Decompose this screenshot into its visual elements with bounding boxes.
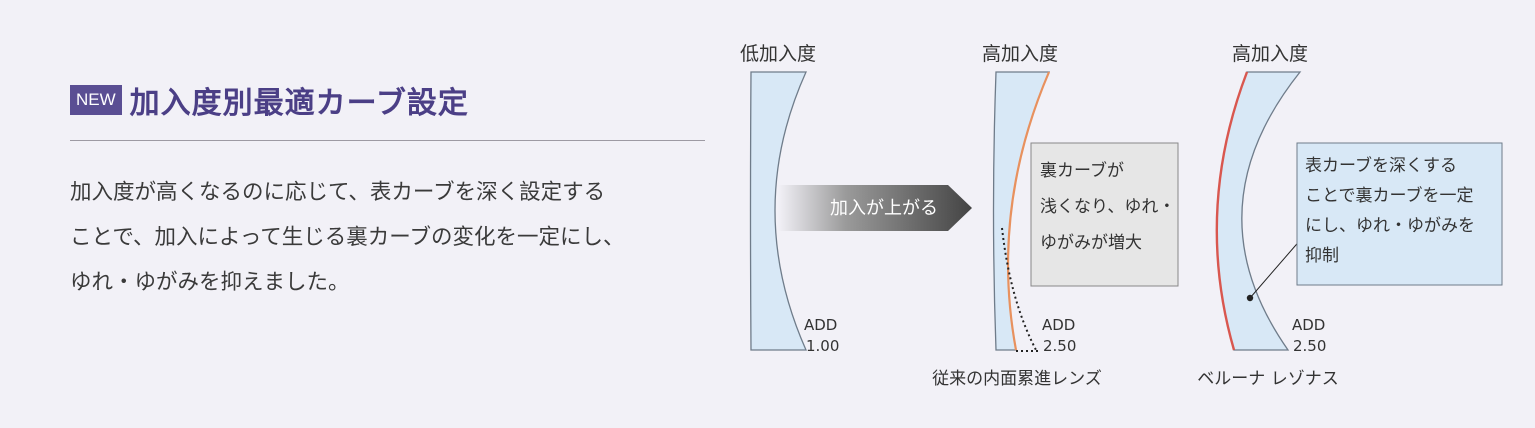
lens3-note-line: にし、ゆれ・ゆがみを [1305,216,1475,236]
lens2-caption: 従来の内面累進レンズ [932,369,1102,389]
lens3-top-label: 高加入度 [1232,43,1308,65]
lens2-add-value: 2.50 [1043,337,1076,355]
lens2-add-label: ADD [1042,316,1075,334]
lens2-back-curve [1006,71,1051,351]
description-line: ゆれ・ゆがみを抑えました。 [70,270,350,295]
arrow-label: 加入が上がる [830,198,938,219]
lens3-leader-dot [1246,294,1254,302]
section-title: 加入度別最適カーブ設定 [129,86,469,121]
lens2-note-box [1030,142,1179,287]
lens-curve-diagram: 低加入度 ADD 1.00 加入が上がる 高加入度 ADD 2.50 裏カーブが… [740,43,1503,389]
divider [70,140,705,141]
lens3-caption: ベルーナ レゾナス [1197,369,1338,389]
lens1-add-label: ADD [804,316,837,334]
increase-arrow [778,185,972,231]
lens1-shape [749,71,808,351]
description-text: 加入度が高くなるのに応じて、表カーブを深く設定する ことで、加入によって生じる裏… [70,170,715,305]
lens2-original-curve [1001,227,1037,351]
lens2-note-line: ゆがみが増大 [1040,233,1142,253]
lens3-leader-line [1249,237,1303,299]
lens2-top-label: 高加入度 [982,43,1058,65]
lens3-front-curve [1215,71,1249,351]
description-line: 加入度が高くなるのに応じて、表カーブを深く設定する [70,180,606,205]
lens3-note-line: ことで裏カーブを一定 [1305,185,1473,206]
lens3-add-label: ADD [1292,316,1325,334]
new-badge: NEW [70,85,122,115]
lens1-add-value: 1.00 [806,337,839,355]
lens3-note-line: 表カーブを深くする [1305,155,1457,176]
lens3-add-value: 2.50 [1293,337,1326,355]
lens2-note-line: 浅くなり、ゆれ・ [1040,197,1175,217]
description-panel: NEW 加入度別最適カーブ設定 加入度が高くなるのに応じて、表カーブを深く設定す… [70,78,705,295]
lens3-shape [1216,71,1302,351]
lens2-note-line: 裏カーブが [1040,160,1124,181]
section-heading: NEW 加入度別最適カーブ設定 [70,78,705,122]
lens3-note-line: 抑制 [1305,246,1339,266]
lens1-top-label: 低加入度 [740,43,816,65]
description-line: ことで、加入によって生じる裏カーブの変化を一定にし、 [70,225,625,250]
lens3-note-box [1296,142,1503,286]
